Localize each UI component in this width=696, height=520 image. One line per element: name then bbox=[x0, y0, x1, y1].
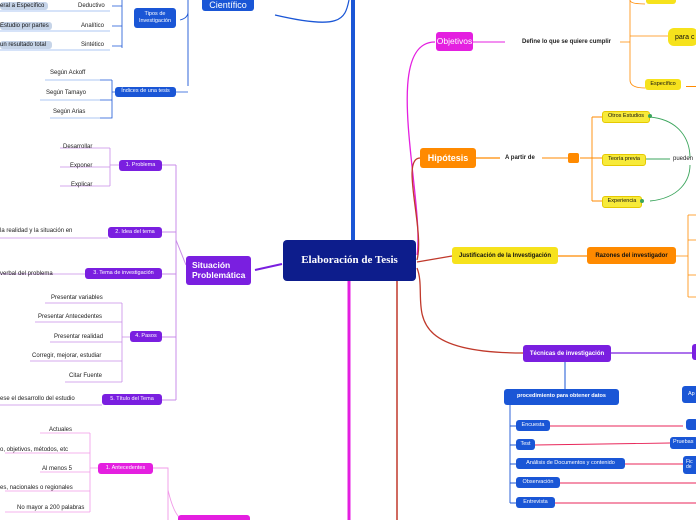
node-experiencia[interactable]: Experiencia bbox=[602, 196, 642, 208]
node-tecnicas-next[interactable] bbox=[692, 344, 696, 360]
node-ap[interactable]: Ap bbox=[682, 386, 696, 403]
node-razones[interactable]: Razones del investigador bbox=[587, 247, 676, 264]
node-analitico[interactable]: Analítico bbox=[81, 23, 105, 29]
node-especifico[interactable]: Específico bbox=[645, 79, 681, 90]
node-situacion-problematica[interactable]: Situación Problemática bbox=[186, 256, 251, 285]
node-al-menos[interactable]: Al menos 5 bbox=[42, 466, 73, 472]
node-corregir[interactable]: Corregir, mejorar, estudiar bbox=[32, 353, 102, 359]
node-sintetico[interactable]: Sintético bbox=[81, 42, 105, 48]
node-idea-tema[interactable]: 2. Idea del tema bbox=[108, 227, 162, 238]
node-objetivos[interactable]: Objetivos bbox=[436, 32, 473, 51]
node-indices-tesis[interactable]: Índices de una tesis bbox=[115, 87, 176, 97]
node-explicar[interactable]: Explicar bbox=[71, 182, 93, 188]
node-palabras[interactable]: No mayor a 200 palabras bbox=[17, 505, 85, 511]
node-procedimiento[interactable]: procedimiento para obtener datos bbox=[504, 389, 619, 405]
node-citar-fuente[interactable]: Citar Fuente bbox=[69, 373, 103, 379]
node-deductivo[interactable]: Deductivo bbox=[78, 3, 105, 9]
node-entrevista[interactable]: Entrevista bbox=[516, 497, 555, 508]
node-a-partir-connector bbox=[568, 153, 579, 163]
node-tema-investigacion[interactable]: 3. Tema de investigación bbox=[85, 268, 162, 279]
node-titulo-child[interactable]: ese el desarrollo del estudio bbox=[0, 396, 75, 402]
node-encuesta[interactable]: Encuesta bbox=[516, 420, 550, 431]
node-pruebas[interactable]: Pruebas bbox=[670, 437, 696, 449]
node-fichas-line2: de bbox=[686, 464, 692, 470]
node-pasos[interactable]: 4. Pasos bbox=[130, 331, 162, 342]
node-analisis-documentos[interactable]: Análisis de Documentos y contenido bbox=[516, 458, 625, 469]
node-cientifico[interactable]: Científico bbox=[202, 0, 254, 11]
node-segun-tamayo[interactable]: Según Tamayo bbox=[46, 90, 86, 96]
node-objetivo-general[interactable] bbox=[646, 0, 676, 4]
node-estudio-partes[interactable]: Estudio por partes bbox=[0, 22, 52, 30]
node-desarrollar[interactable]: Desarrollar bbox=[63, 144, 93, 150]
dot-otros-estudios bbox=[648, 114, 652, 118]
node-fichas-line1: Fic bbox=[686, 459, 693, 465]
node-justificacion[interactable]: Justificación de la Investigación bbox=[452, 247, 558, 264]
central-topic[interactable]: Elaboración de Tesis bbox=[283, 240, 416, 281]
node-presentar-antecedentes[interactable]: Presentar Antecedentes bbox=[38, 314, 103, 320]
dot-experiencia bbox=[640, 199, 644, 203]
node-otros-estudios[interactable]: Otros Estudios bbox=[602, 111, 650, 123]
node-teoria-previa[interactable]: Teoría previa bbox=[602, 154, 646, 166]
node-exponer[interactable]: Exponer bbox=[70, 163, 93, 169]
node-define-cumplir[interactable]: Define lo que se quiere cumplir bbox=[522, 39, 612, 45]
node-titulo-tema[interactable]: 5. Título del Tema bbox=[102, 394, 162, 405]
node-general-especifico[interactable]: eral a Específico bbox=[0, 2, 48, 10]
node-pueden[interactable]: pueden bbox=[673, 156, 694, 162]
node-problema[interactable]: 1. Problema bbox=[119, 160, 162, 171]
objetivos-offscreen-branch bbox=[686, 86, 696, 88]
node-hipotesis[interactable]: Hipótesis bbox=[420, 148, 476, 168]
node-tema-child[interactable]: verbal del problema bbox=[0, 271, 53, 277]
node-actuales[interactable]: Actuales bbox=[49, 427, 73, 433]
node-segun-ackoff[interactable]: Según Ackoff bbox=[50, 70, 86, 76]
node-antecedentes[interactable]: 1. Antecedentes bbox=[98, 463, 153, 474]
node-encuesta-target[interactable] bbox=[686, 419, 696, 430]
node-observacion[interactable]: Observación bbox=[516, 477, 560, 488]
node-tecnicas[interactable]: Técnicas de investigación bbox=[523, 345, 611, 362]
node-resultado-total[interactable]: un resultado total bbox=[0, 41, 52, 49]
node-test[interactable]: Test bbox=[516, 439, 535, 450]
node-objetivos-metodos[interactable]: o, objetivos, métodos, etc bbox=[0, 447, 69, 453]
node-idea-child[interactable]: la realidad y la situación en bbox=[0, 228, 73, 234]
node-presentar-variables[interactable]: Presentar variables bbox=[51, 295, 103, 301]
node-antecedentes-sibling[interactable] bbox=[178, 515, 250, 520]
node-a-partir[interactable]: A partir de bbox=[505, 155, 535, 161]
node-fichas[interactable]: Fic de bbox=[683, 456, 696, 474]
node-presentar-realidad[interactable]: Presentar realidad bbox=[54, 334, 104, 340]
node-para[interactable]: para c bbox=[668, 28, 696, 46]
node-tipos-investigacion[interactable]: Tipos de Investigación bbox=[134, 8, 176, 28]
node-segun-arias[interactable]: Según Arias bbox=[53, 109, 86, 115]
node-nacionales[interactable]: es, nacionales o regionales bbox=[0, 485, 73, 491]
